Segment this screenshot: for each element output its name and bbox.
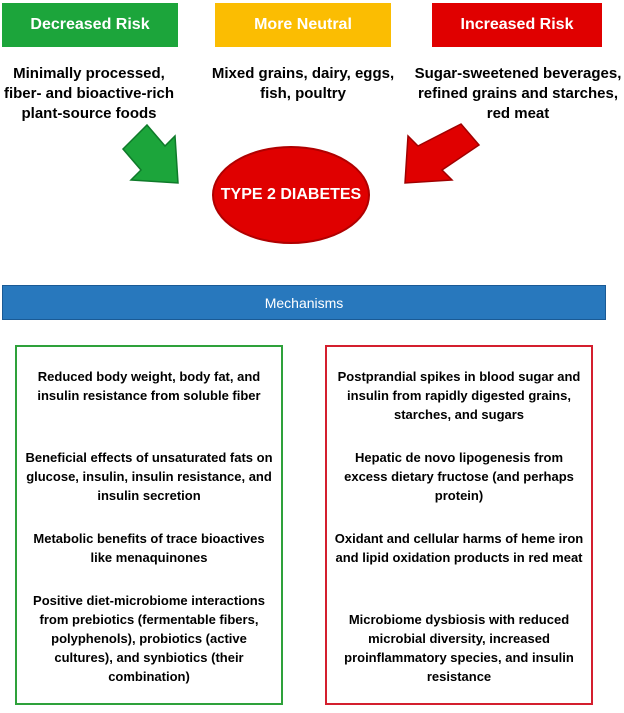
type-2-diabetes-ellipse: TYPE 2 DIABETES (211, 145, 371, 245)
green-arrow-icon (121, 123, 179, 184)
mechanism-item: Hepatic de novo lipogenesis from excess … (344, 450, 574, 503)
mechanism-item: Positive diet-microbiome interactions fr… (33, 593, 265, 684)
center-label: TYPE 2 DIABETES (220, 186, 362, 203)
decreased-risk-mechanisms-box: Reduced body weight, body fat, and insul… (15, 345, 283, 705)
decreased-risk-foods: Minimally processed, fiber- and bioactiv… (3, 65, 175, 122)
mechanisms-bar: Mechanisms (2, 285, 606, 320)
increased-risk-foods: Sugar-sweetened beverages, refined grain… (414, 65, 622, 122)
neutral-foods: Mixed grains, dairy, eggs, fish, poultry (211, 65, 395, 102)
increased-risk-header: Increased Risk (432, 3, 602, 47)
red-arrow-icon (404, 123, 481, 184)
mechanism-item: Postprandial spikes in blood sugar and i… (337, 369, 581, 422)
decreased-risk-header: Decreased Risk (2, 3, 178, 47)
arrows-layer (121, 123, 481, 184)
mechanism-item: Oxidant and cellular harms of heme iron … (334, 531, 584, 565)
mechanism-item: Beneficial effects of unsaturated fats o… (25, 450, 273, 503)
ellipse-shape (212, 146, 370, 244)
more-neutral-header: More Neutral (215, 3, 391, 47)
mechanism-item: Reduced body weight, body fat, and insul… (37, 369, 261, 403)
mechanism-item: Metabolic benefits of trace bioactives l… (33, 531, 265, 565)
increased-risk-mechanisms-box: Postprandial spikes in blood sugar and i… (325, 345, 593, 705)
mechanism-item: Microbiome dysbiosis with reduced microb… (344, 612, 574, 684)
